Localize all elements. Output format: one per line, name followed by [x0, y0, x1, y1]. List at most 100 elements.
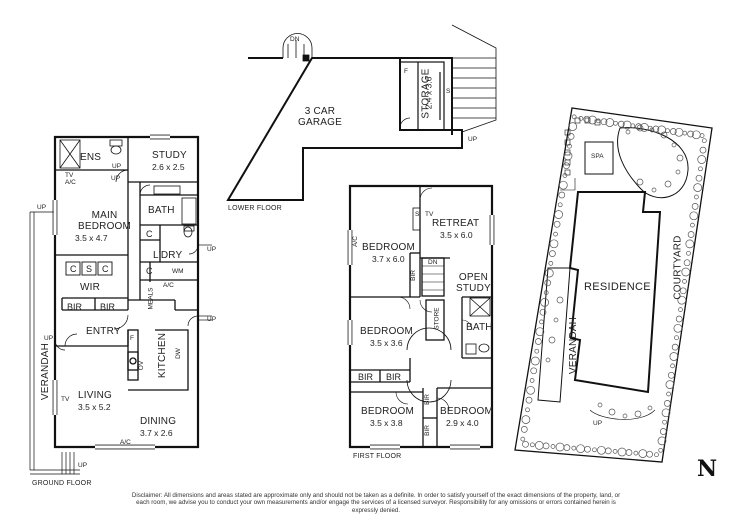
tree-icon	[600, 118, 608, 126]
bedroom-3-dimensions: 3.5 x 3.8	[370, 418, 403, 428]
tree-icon	[691, 203, 699, 210]
bedroom-3-label: BEDROOM	[361, 406, 415, 417]
up-arrow-4: UP	[44, 335, 54, 342]
tree-icon	[544, 279, 552, 287]
storage-f-label: F	[404, 68, 408, 75]
tree-icon	[664, 180, 672, 188]
retreat-s-label: S	[415, 211, 420, 218]
site-boundary	[514, 107, 713, 463]
bir-first-a: BIR	[358, 372, 374, 382]
tree-icon	[677, 295, 687, 305]
ground-floor-doors	[54, 169, 199, 351]
tree-icon	[576, 444, 585, 454]
csc-boxes	[65, 261, 113, 276]
tree-icon	[695, 174, 703, 182]
tree-icon	[563, 444, 571, 451]
kitchen-label: KITCHEN	[157, 332, 169, 379]
ground-floor-walls	[53, 135, 200, 449]
tree-icon	[689, 211, 699, 221]
tree-icon	[625, 129, 631, 135]
csc-c-right: C	[102, 264, 109, 274]
tree-icon	[534, 441, 544, 450]
tree-icon	[613, 120, 618, 126]
dishwasher-label: DW	[174, 348, 182, 359]
tree-icon	[687, 130, 694, 138]
tree-icon	[676, 154, 684, 162]
tree-icon	[699, 133, 705, 138]
bedroom-4-label: BEDROOM	[440, 406, 494, 417]
tree-icon	[529, 378, 535, 383]
north-arrow-icon: N	[697, 456, 718, 482]
tree-icon	[658, 447, 664, 453]
site-residence	[568, 191, 662, 394]
tree-icon	[634, 410, 642, 418]
washing-machine-label: WM	[172, 268, 184, 275]
ground-floor-title: GROUND FLOOR	[32, 480, 92, 487]
tree-icon	[666, 391, 671, 397]
tree-icon	[530, 356, 540, 366]
tree-icon	[555, 442, 565, 452]
site-up-label: UP	[593, 420, 603, 427]
tree-icon	[583, 115, 591, 123]
tree-icon	[617, 447, 627, 457]
tree-icon	[675, 169, 681, 175]
tree-icon	[548, 261, 554, 266]
tree-icon	[690, 222, 695, 228]
tree-icon	[669, 352, 679, 361]
site-trees	[520, 114, 707, 458]
tree-icon	[622, 413, 628, 419]
tree-icon	[558, 191, 566, 199]
tree-icon	[571, 114, 577, 120]
tree-icon	[571, 445, 577, 451]
tree-icon	[649, 127, 655, 133]
tree-icon	[520, 436, 526, 442]
tree-icon	[636, 178, 644, 186]
bir-first-d: BIR	[423, 425, 431, 436]
ensuite-label: ENS	[80, 152, 102, 163]
lower-floor-title: LOWER FLOOR	[228, 205, 282, 212]
tree-icon	[539, 308, 547, 316]
tree-icon	[667, 371, 675, 379]
tree-icon	[693, 183, 703, 192]
tree-icon	[556, 296, 564, 304]
tree-icon	[550, 444, 556, 449]
main-bedroom-dimensions: 3.5 x 4.7	[75, 233, 108, 243]
living-label: LIVING	[78, 390, 112, 401]
tree-icon	[651, 187, 657, 193]
tree-icon	[539, 319, 544, 325]
tree-icon	[675, 315, 683, 323]
garage-label: 3 CAR GARAGE	[298, 106, 342, 128]
up-arrow-7: UP	[111, 175, 121, 182]
tree-icon	[682, 130, 688, 136]
lower-up-label: UP	[468, 136, 478, 143]
tree-icon	[665, 380, 675, 389]
dining-label: DINING	[140, 416, 177, 427]
courtyard-label: COURTYARD	[672, 235, 684, 300]
open-study-label: OPEN STUDY	[456, 272, 491, 294]
tree-icon	[662, 419, 667, 425]
living-tv-label: TV	[61, 396, 70, 403]
tree-icon	[567, 133, 575, 140]
tree-icon	[522, 440, 529, 448]
first-floor-title: FIRST FLOOR	[353, 453, 402, 460]
site-pool-outline	[617, 127, 689, 199]
tree-icon	[647, 405, 653, 411]
up-arrow-2: UP	[207, 246, 217, 253]
bath-label: BATH	[148, 205, 175, 216]
tree-icon	[671, 142, 677, 148]
tree-icon	[540, 298, 549, 307]
tree-icon	[617, 120, 625, 128]
storage-s-label: S	[446, 88, 451, 95]
retreat-tv-label: TV	[425, 211, 434, 218]
tree-icon	[625, 449, 633, 456]
tree-icon	[549, 250, 556, 257]
cupboard-label-2: C	[146, 266, 153, 276]
bir-first-b: BIR	[386, 372, 402, 382]
up-arrow-1: UP	[37, 204, 47, 211]
tree-icon	[584, 445, 591, 453]
bir-ground-right: BIR	[100, 302, 116, 312]
entry-label: ENTRY	[86, 326, 121, 337]
tree-icon	[549, 239, 559, 249]
dining-dimensions: 3.7 x 2.6	[140, 428, 173, 438]
tree-icon	[543, 290, 549, 295]
